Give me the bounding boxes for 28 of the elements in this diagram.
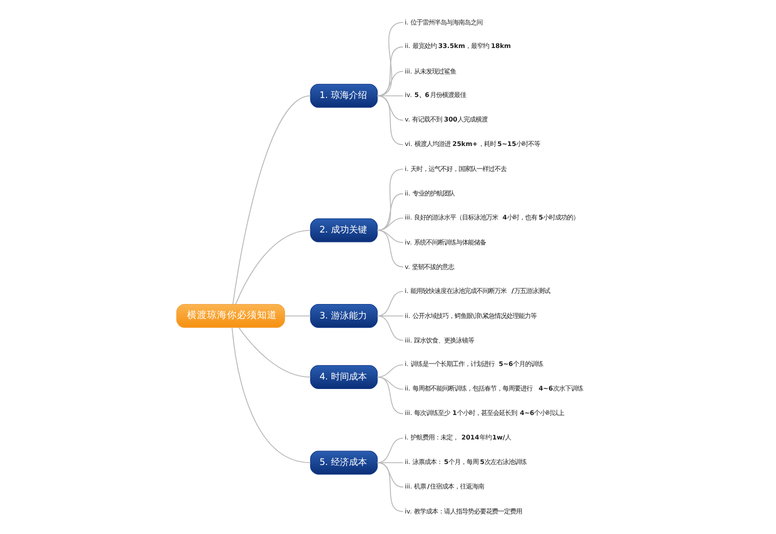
connector [376, 376, 404, 390]
connector [376, 230, 404, 268]
connector [376, 218, 404, 231]
connector [376, 95, 404, 146]
node-box: 3. 游泳能力 [310, 304, 378, 328]
connector [232, 327, 311, 464]
connector [238, 327, 311, 378]
connector [376, 438, 404, 464]
connector [376, 291, 404, 316]
node-box: 横渡琼海你必须知道 [176, 304, 286, 328]
connector [376, 462, 404, 488]
connector [376, 22, 404, 96]
connector [376, 462, 404, 512]
connector [376, 315, 404, 341]
connector [376, 168, 404, 231]
connector [235, 230, 311, 305]
node-box: 1. 琼海介绍 [310, 84, 378, 108]
node-box: 4. 时间成本 [310, 365, 378, 389]
connector [232, 95, 311, 305]
connector [376, 364, 404, 378]
connector [284, 315, 311, 316]
node-box: 5. 经济成本 [310, 450, 378, 475]
node-box: 2. 成功关键 [310, 218, 378, 242]
connector [376, 70, 404, 96]
connector [376, 193, 404, 231]
connector [376, 462, 404, 464]
connector [376, 376, 404, 414]
connector [376, 46, 404, 96]
